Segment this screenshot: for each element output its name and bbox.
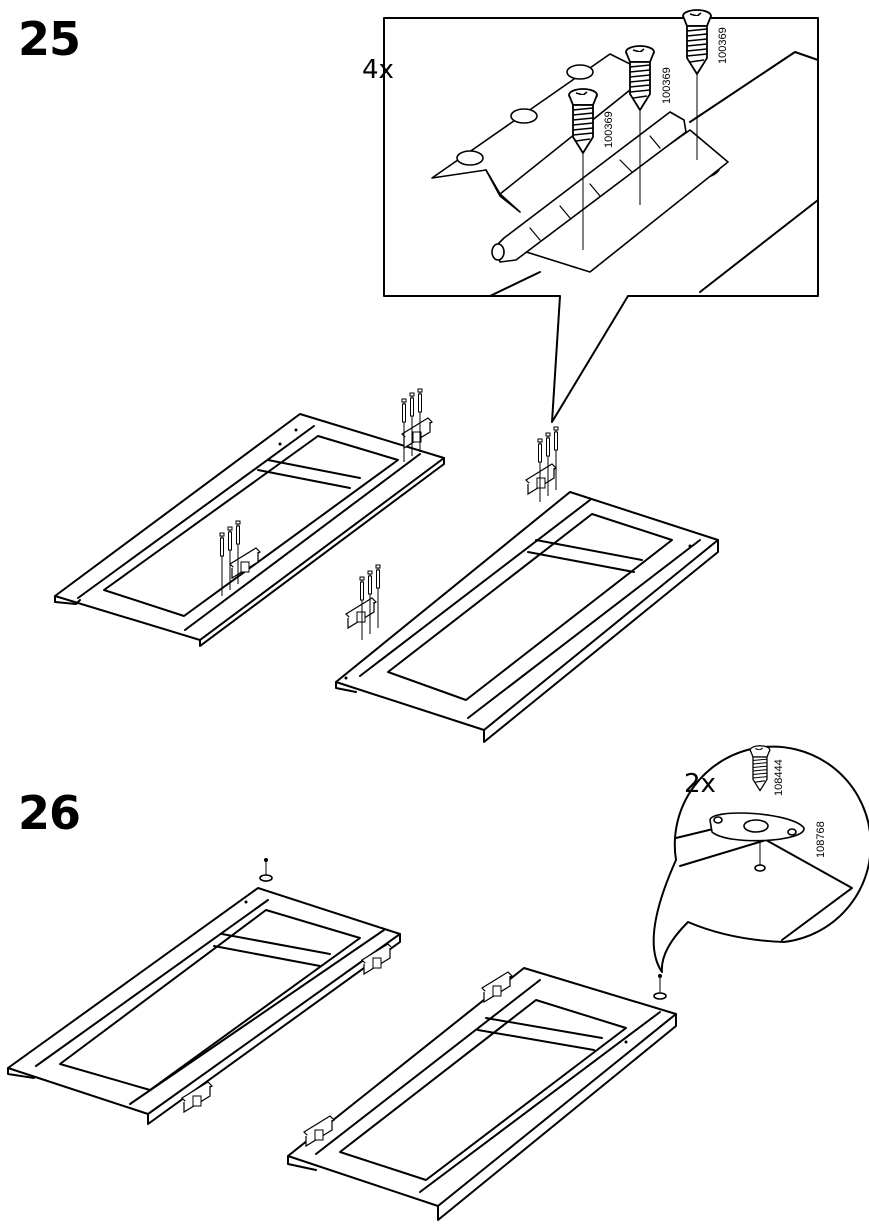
part-number-label: 100369	[661, 67, 673, 104]
part-number-label: 108444	[773, 759, 785, 796]
door-panel-left-25	[54, 388, 445, 647]
detail-callout-25	[383, 9, 819, 423]
quantity-label-26: 2x	[684, 769, 716, 799]
quantity-label-25: 4x	[362, 55, 394, 85]
detail-callout-26	[652, 745, 869, 973]
door-panel-left-26	[7, 858, 401, 1125]
door-panel-right-26	[287, 967, 677, 1221]
step-number-25: 25	[18, 12, 81, 66]
step-number-26: 26	[18, 786, 81, 840]
part-number-label: 108768	[815, 821, 827, 858]
part-number-label: 100369	[603, 111, 615, 148]
part-number-label: 100369	[717, 27, 729, 64]
door-panel-right-25	[335, 426, 719, 743]
